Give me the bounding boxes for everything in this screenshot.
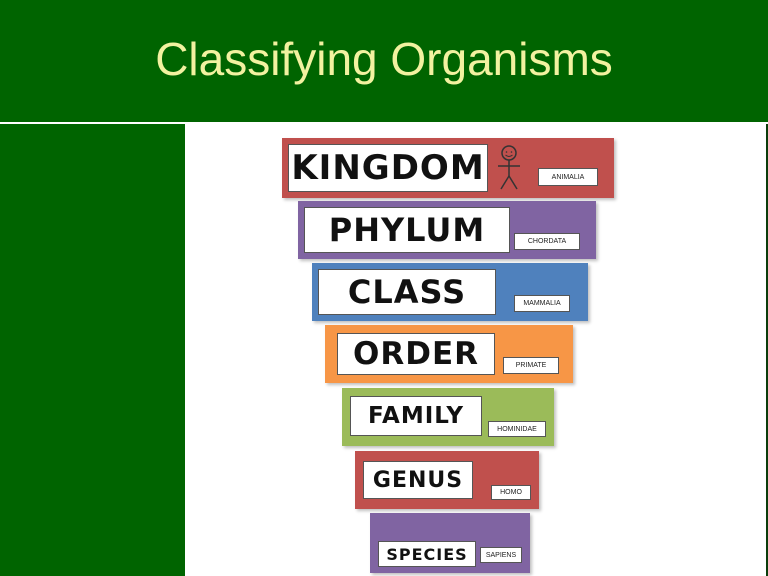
title-divider [0,122,768,124]
level-order-label: ORDER [337,333,495,375]
title-bar: Classifying Organisms [0,0,768,122]
side-bar [0,124,185,576]
level-class: CLASS MAMMALIA [312,263,588,321]
right-edge-border [766,124,768,576]
level-class-label: CLASS [318,269,496,315]
level-phylum: PHYLUM CHORDATA [298,201,596,259]
level-species: SPECIES SAPIENS [370,513,530,573]
level-kingdom-example: ANIMALIA [538,168,598,186]
level-kingdom-label: KINGDOM [288,144,488,192]
slide-title: Classifying Organisms [155,33,613,85]
level-family-example: HOMINIDAE [488,421,546,437]
stick-figure-icon [498,145,520,190]
level-family-label: FAMILY [350,396,482,436]
level-species-example: SAPIENS [480,547,522,563]
level-order: ORDER PRIMATE [325,325,573,383]
level-genus-label: GENUS [363,461,473,499]
level-genus-example: HOMO [491,485,531,500]
level-genus: GENUS HOMO [355,451,539,509]
level-phylum-label: PHYLUM [304,207,510,253]
level-phylum-example: CHORDATA [514,233,580,250]
level-class-example: MAMMALIA [514,295,570,312]
level-kingdom: KINGDOM ANIMALIA [282,138,614,198]
level-species-label: SPECIES [378,541,476,567]
level-family: FAMILY HOMINIDAE [342,388,554,446]
level-order-example: PRIMATE [503,357,559,374]
